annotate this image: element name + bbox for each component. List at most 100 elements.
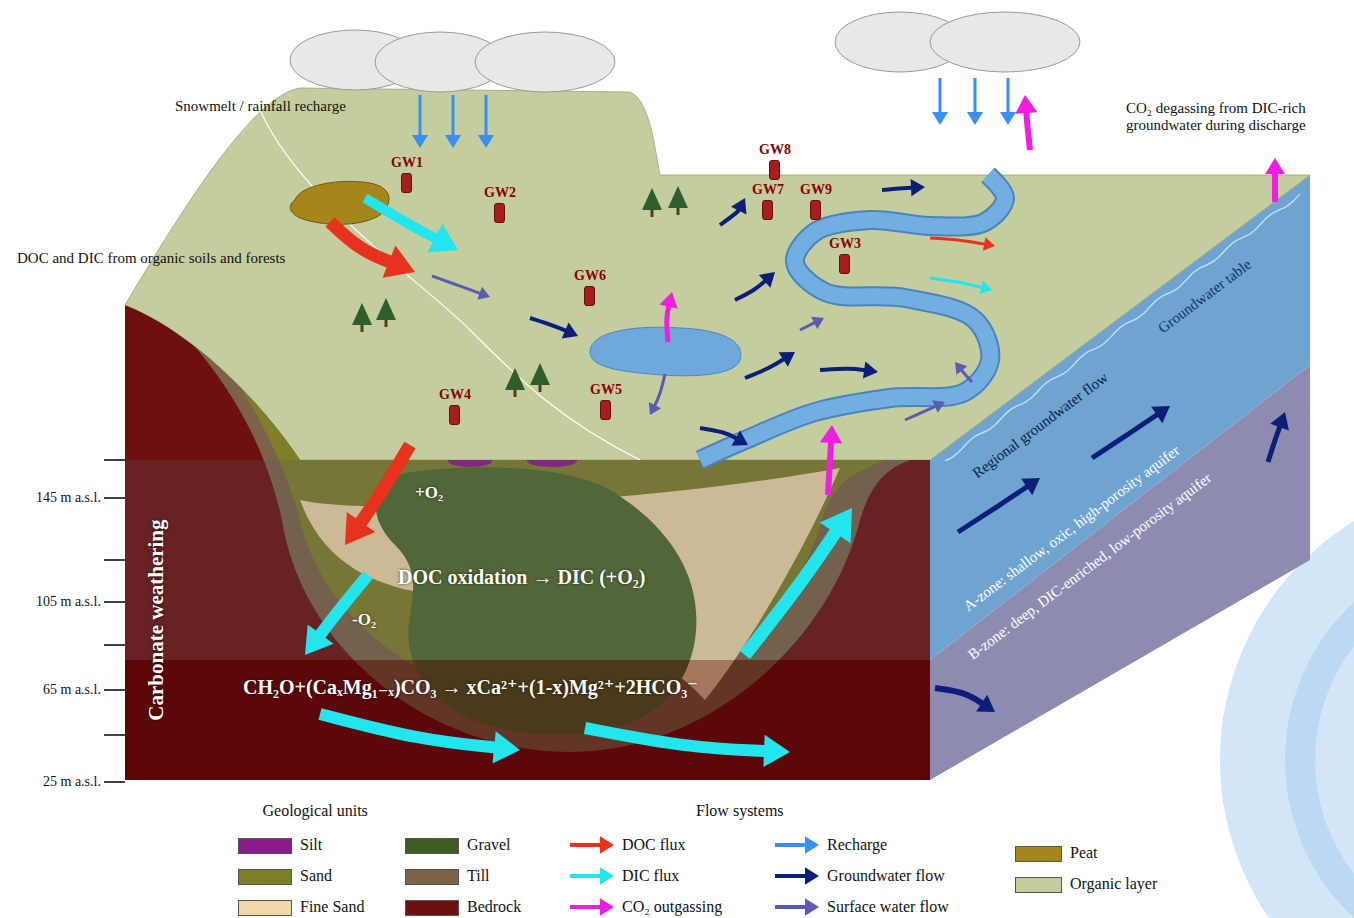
groundwater-flow-arrow-head <box>732 431 748 446</box>
co2-outgassing-arrow <box>1265 158 1285 202</box>
surface-water-arrow <box>800 317 824 330</box>
recharge-arrow <box>478 95 494 148</box>
legend-arrow-sample <box>775 867 819 884</box>
surface-water-arrow-head <box>477 287 490 300</box>
dic-flux-arrow-shaft <box>320 714 496 748</box>
legend-swatch <box>1015 877 1062 893</box>
groundwater-flow-arrow <box>958 478 1040 532</box>
recharge-arrow-shaft <box>485 95 488 137</box>
legend-heading: Flow systems <box>696 802 784 820</box>
legend-arrow-sample <box>570 867 614 884</box>
groundwater-flow-arrow <box>935 688 995 712</box>
groundwater-flow-arrow-shaft <box>1268 425 1280 462</box>
tree-crown <box>352 303 372 325</box>
groundwater-flow-arrow-shaft <box>735 280 766 300</box>
groundwater-flow-arrow-shaft <box>745 358 785 378</box>
tree-trunk <box>385 320 388 327</box>
dic-flux-arrow-head <box>493 731 520 763</box>
legend-label: CO₂ outgassing <box>622 898 722 916</box>
recharge-arrow <box>1000 78 1016 125</box>
axis-tick <box>104 781 125 783</box>
dic-flux-arrow-head <box>305 625 333 655</box>
co2-outgassing-arrow-shaft <box>828 441 831 495</box>
doc-flux-arrow <box>930 237 995 250</box>
groundwater-flow-arrow-head <box>759 272 775 288</box>
source-note: DOC and DIC from organic soils and fores… <box>17 250 285 267</box>
co2-outgassing-arrow-head <box>820 425 842 444</box>
dic-flux-arrow-head <box>763 735 790 767</box>
groundwater-flow-arrow <box>820 361 878 378</box>
recharge-arrow-head <box>1000 112 1016 125</box>
groundwater-flow-arrow <box>745 352 795 378</box>
legend-arrow-sample-head <box>600 898 614 915</box>
tree-trunk <box>651 210 654 217</box>
axis-tick <box>104 689 125 691</box>
axis-tick <box>104 644 125 646</box>
legend-swatch <box>238 838 292 854</box>
oxygen-label: +O₂ <box>415 483 443 503</box>
flow-arrows <box>305 78 1289 767</box>
doc-flux-arrow <box>345 445 410 545</box>
recharge-arrow <box>967 78 983 125</box>
dic-flux-arrow-head <box>427 224 458 253</box>
legend-arrow-sample-head <box>600 867 614 884</box>
well-casing <box>494 203 505 223</box>
legend-label: Till <box>467 867 490 885</box>
legend-arrow-sample-shaft <box>570 843 602 847</box>
elevation-label: 65 m a.s.l. <box>43 682 101 698</box>
legend-label: Recharge <box>827 836 887 854</box>
groundwater-flow-arrow <box>700 428 748 446</box>
legend-swatch <box>238 900 292 916</box>
axis-tick <box>104 459 125 461</box>
cloud <box>475 32 615 92</box>
legend-arrow-sample <box>570 836 614 853</box>
well-casing <box>810 200 821 220</box>
doc-flux-arrow-shaft <box>330 222 391 262</box>
co2-outgassing-arrow <box>660 292 678 342</box>
surface-water-arrow-shaft <box>800 322 816 330</box>
monitoring-well: GW5 <box>590 382 622 420</box>
lower-zone-shade <box>125 660 930 780</box>
doc-flux-arrow-shaft <box>930 238 986 244</box>
well-casing <box>449 405 460 425</box>
legend-label: Surface water flow <box>827 898 949 916</box>
groundwater-flow-arrow <box>735 272 775 300</box>
reaction-equation: CH₂O+(CaₓMg₁₋ₓ)CO₃ → xCa²⁺+(1-x)Mg²⁺+2HC… <box>243 676 698 699</box>
recharge-arrow-shaft <box>1007 78 1010 114</box>
co2-outgassing-arrow-shaft <box>667 305 669 342</box>
river-bank <box>700 175 1005 460</box>
surface-water-arrow-head <box>932 400 945 412</box>
elevation-label: 145 m a.s.l. <box>36 490 101 506</box>
recharge-arrow-shaft <box>452 95 455 137</box>
legend-arrow-sample-shaft <box>570 874 602 878</box>
groundwater-flow-arrow <box>1268 412 1289 462</box>
groundwater-flow-arrow-shaft <box>1092 414 1158 458</box>
groundwater-flow-arrow-shaft <box>958 486 1028 532</box>
co2-outgassing-arrow <box>1015 95 1037 150</box>
groundwater-flow-arrow-head <box>1151 406 1170 423</box>
surface-water-arrow <box>432 276 490 300</box>
recharge-arrow-head <box>478 135 494 148</box>
axis-tick <box>104 601 125 603</box>
legend-swatch <box>405 869 459 885</box>
recharge-arrow-head <box>445 135 461 148</box>
legend-heading: Geological units <box>263 802 368 820</box>
surface-water-arrow <box>905 400 945 420</box>
degassing-note: CO₂ degassing from DIC-rich groundwater … <box>1126 100 1350 135</box>
axis-tick <box>104 497 125 499</box>
groundwater-flow-arrow-shaft <box>530 318 567 331</box>
legend-arrow-sample-head <box>805 836 819 853</box>
monitoring-well: GW6 <box>574 268 606 306</box>
tree-trunk <box>539 385 542 392</box>
monitoring-well: GW3 <box>829 236 861 274</box>
legend-arrow-sample-shaft <box>775 874 807 878</box>
recharge-arrow-head <box>967 112 983 125</box>
upper-zone-shade <box>125 460 930 660</box>
tree-trunk <box>514 390 517 397</box>
legend-label: Gravel <box>467 836 511 854</box>
well-id-label: GW7 <box>752 182 784 198</box>
recharge-arrow-shaft <box>974 78 977 114</box>
legend-arrow-sample <box>775 898 819 915</box>
groundwater-flow-arrow <box>720 198 747 225</box>
